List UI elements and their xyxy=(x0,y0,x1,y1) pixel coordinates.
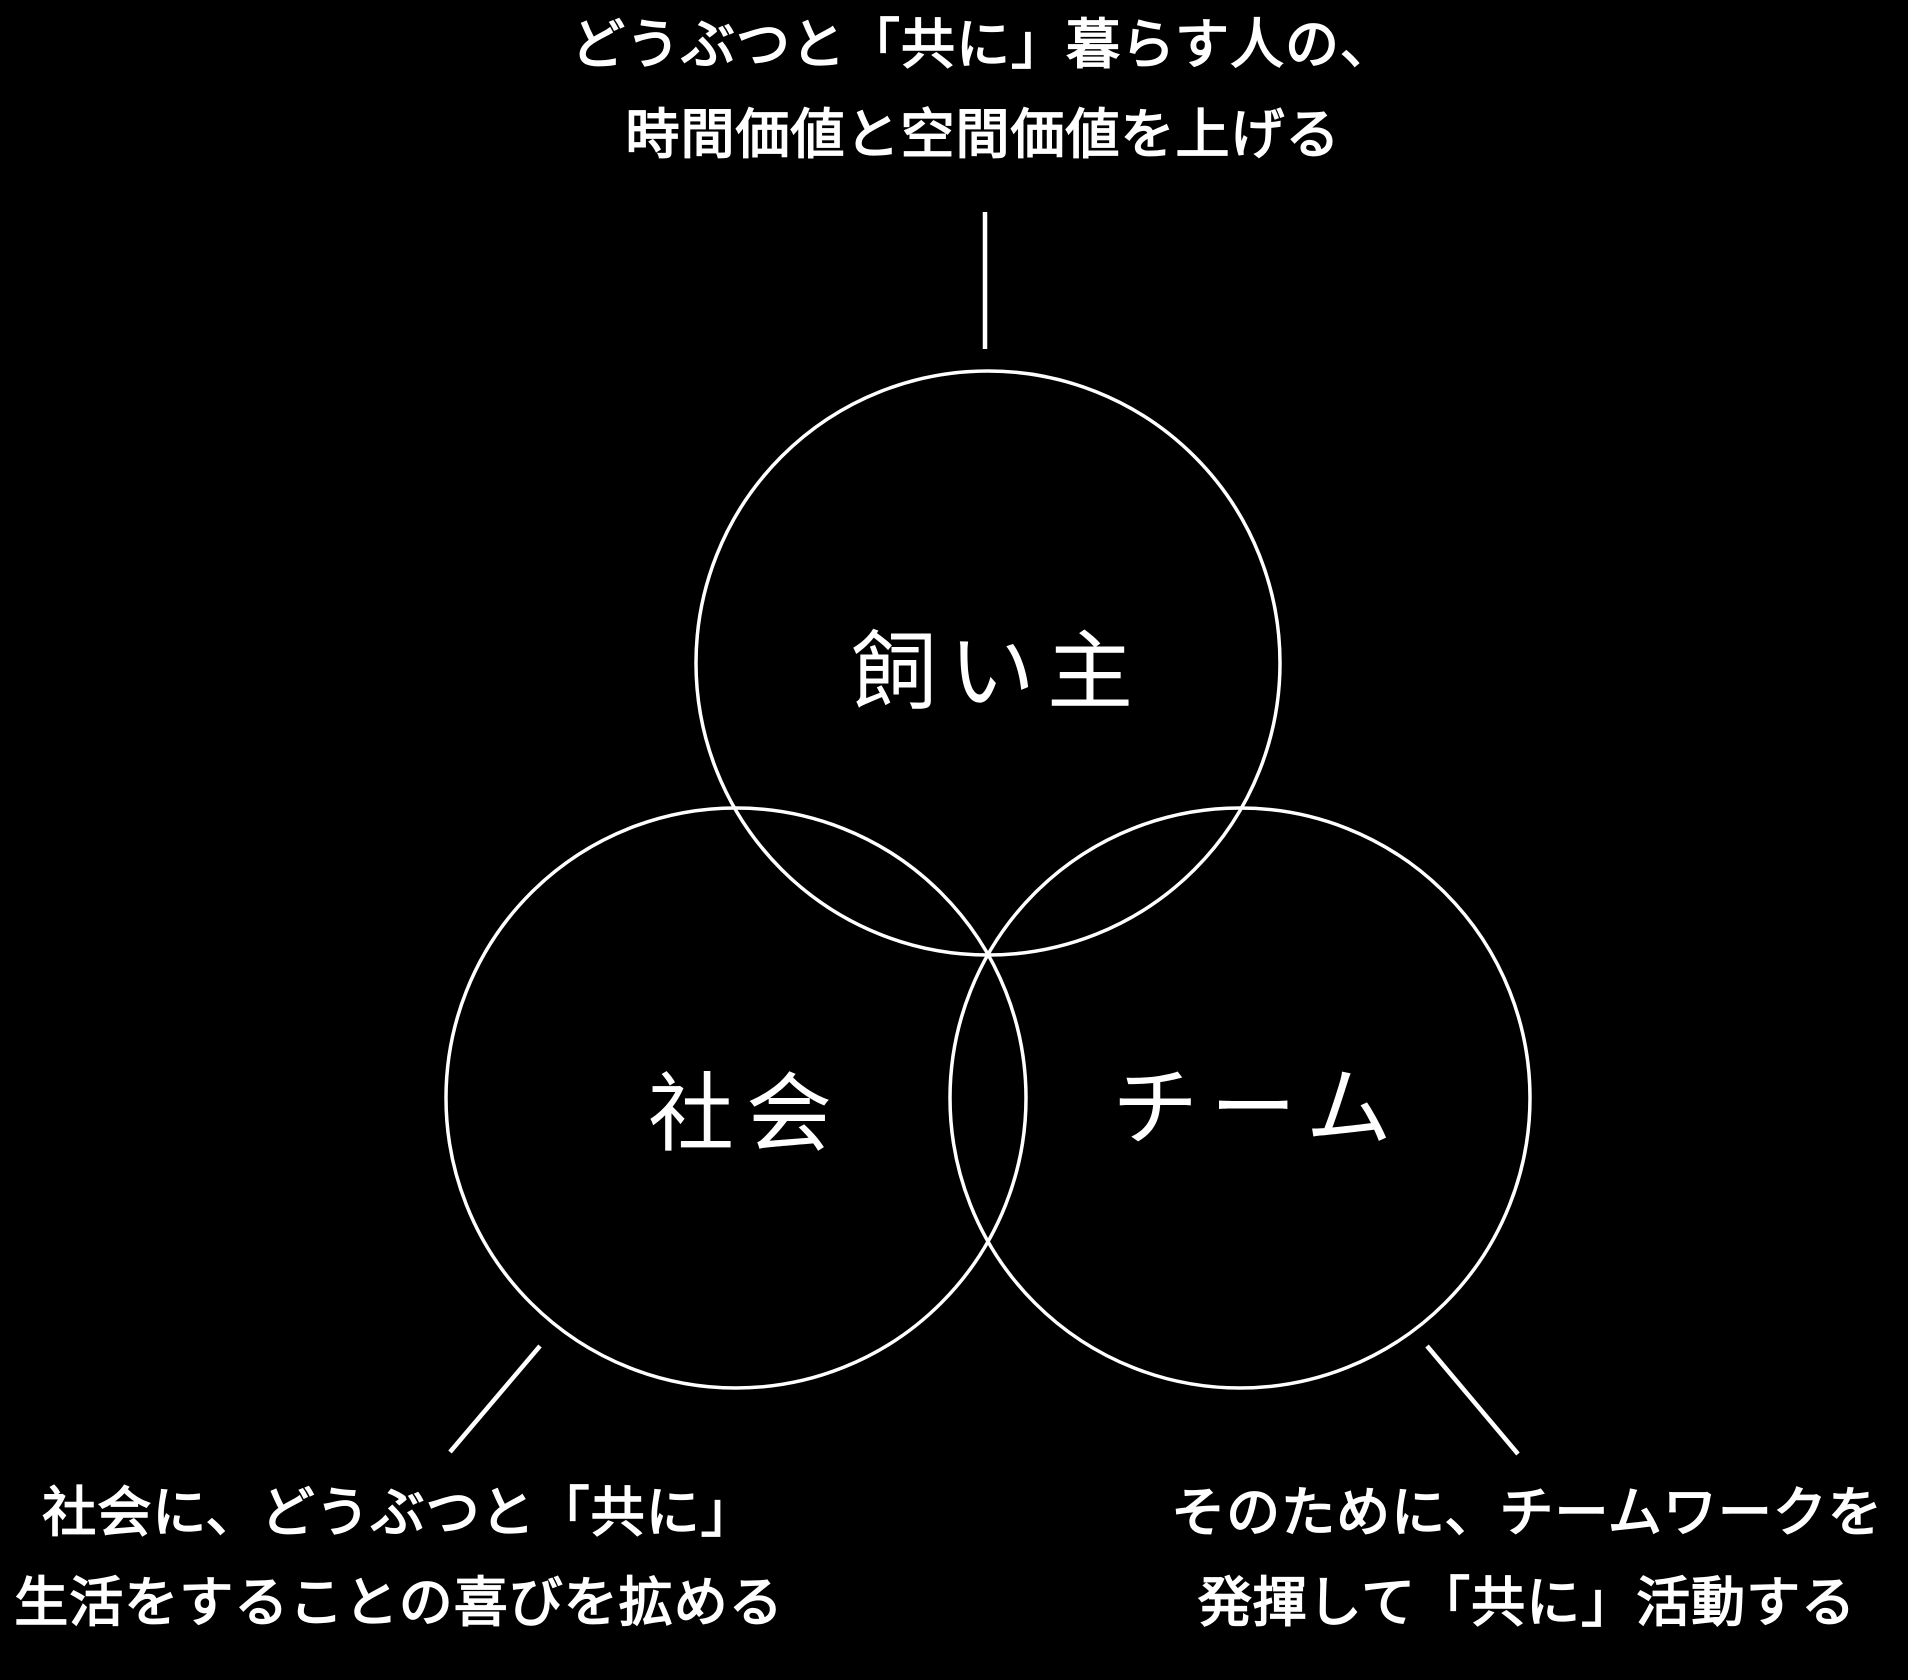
bottom-left-connector-line xyxy=(448,1344,542,1454)
team-circle xyxy=(948,806,1532,1390)
society-annotation-line1: 社会に、どうぶつと「共に」 xyxy=(42,1483,756,1543)
owner-circle-label: 飼い主 xyxy=(850,624,1146,721)
owner-annotation: どうぶつと「共に」暮らす人の、 時間価値と空間価値を上げる xyxy=(571,0,1395,180)
bottom-right-connector-line xyxy=(1425,1344,1520,1456)
owner-annotation-line1: どうぶつと「共に」暮らす人の、 xyxy=(571,15,1395,75)
society-circle-label: 社会 xyxy=(647,1066,845,1163)
society-annotation: 社会に、どうぶつと「共に」 生活をすることの喜びを拡める xyxy=(14,1468,783,1648)
team-annotation-line2: 発揮して「共に」活動する xyxy=(1197,1573,1857,1633)
team-annotation-line1: そのために、チームワークを xyxy=(1171,1483,1883,1543)
owner-annotation-line2: 時間価値と空間価値を上げる xyxy=(625,105,1341,165)
team-annotation: そのために、チームワークを 発揮して「共に」活動する xyxy=(1171,1468,1883,1648)
society-circle xyxy=(444,806,1028,1390)
team-circle-label: チーム xyxy=(1112,1060,1404,1157)
society-annotation-line2: 生活をすることの喜びを拡める xyxy=(14,1573,784,1633)
